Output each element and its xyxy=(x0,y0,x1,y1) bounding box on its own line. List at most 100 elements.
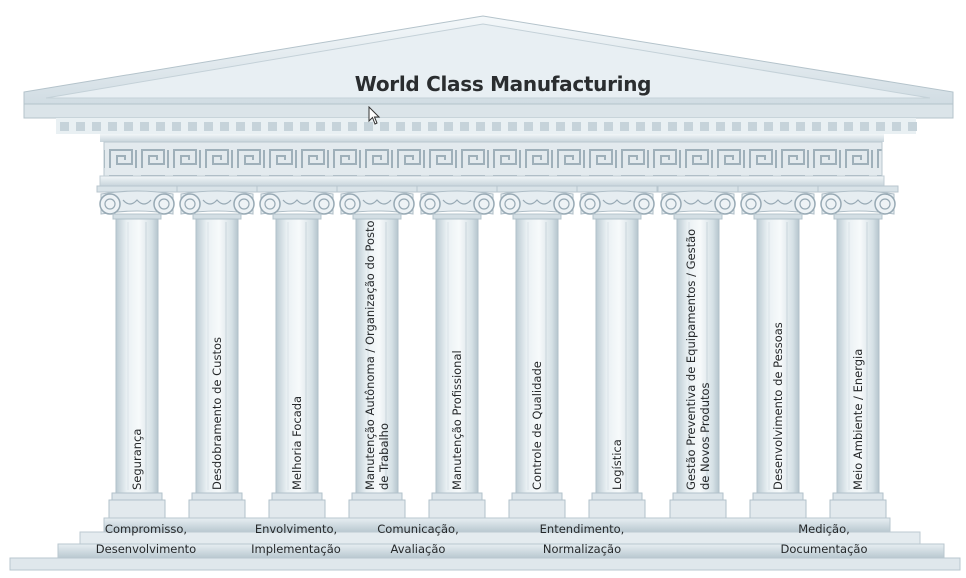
pillar-label: Manutenção Autônoma / Organização do Pos… xyxy=(363,220,391,490)
dentil-block xyxy=(620,122,629,131)
dentil-block xyxy=(668,122,677,131)
pillar-label: Manutenção Profissional xyxy=(450,350,464,490)
pillar-5 xyxy=(416,185,498,519)
pillar-label: Desenvolvimento de Pessoas xyxy=(771,322,785,490)
pillar-10 xyxy=(817,185,899,519)
ionic-volute-left xyxy=(179,193,201,215)
dentil-block xyxy=(188,122,197,131)
pillar-3 xyxy=(256,185,338,519)
frieze xyxy=(99,134,885,187)
ionic-volute-right xyxy=(633,193,655,215)
pillar-label: Gestão Preventiva de Equipamentos / Gest… xyxy=(684,228,712,490)
dentil-block xyxy=(844,122,853,131)
dentil-block xyxy=(300,122,309,131)
pillar-label: Desdobramento de Custos xyxy=(210,337,224,490)
dentil-block xyxy=(892,122,901,131)
ionic-volute-right xyxy=(233,193,255,215)
pillar-label: Logística xyxy=(610,439,624,490)
ionic-volute-left xyxy=(499,193,521,215)
dentil-block xyxy=(364,122,373,131)
dentil-block xyxy=(492,122,501,131)
dentil-block xyxy=(412,122,421,131)
dentil-block xyxy=(460,122,469,131)
dentil-block xyxy=(92,122,101,131)
pillar-4 xyxy=(336,185,418,519)
diagram-title: World Class Manufacturing xyxy=(354,72,652,96)
dentil-block xyxy=(556,122,565,131)
dentil-block xyxy=(908,122,917,131)
dentil-block xyxy=(204,122,213,131)
pillar-label: Meio Ambiente / Energia xyxy=(851,348,865,490)
dentil-block xyxy=(428,122,437,131)
dentil-block xyxy=(524,122,533,131)
dentil-block xyxy=(156,122,165,131)
pillar-shaft xyxy=(355,218,399,494)
dentil-block xyxy=(764,122,773,131)
ionic-volute-right xyxy=(153,193,175,215)
pillar-shaft xyxy=(676,218,720,494)
ionic-volute-left xyxy=(419,193,441,215)
dentil-block xyxy=(236,122,245,131)
dentil-block xyxy=(380,122,389,131)
dentil-block xyxy=(860,122,869,131)
dentil-block xyxy=(636,122,645,131)
dentil-block xyxy=(252,122,261,131)
dentil-block xyxy=(796,122,805,131)
dentil-block xyxy=(540,122,549,131)
pillar-1 xyxy=(96,185,178,519)
dentil-block xyxy=(396,122,405,131)
ionic-volute-right xyxy=(553,193,575,215)
ionic-volute-left xyxy=(660,193,682,215)
dentil-block xyxy=(284,122,293,131)
pillar-7 xyxy=(576,185,658,519)
dentil-block xyxy=(172,122,181,131)
dentil-block xyxy=(476,122,485,131)
dentil-block xyxy=(588,122,597,131)
ionic-volute-right xyxy=(473,193,495,215)
dentil-block xyxy=(124,122,133,131)
pillar-label: Segurança xyxy=(130,428,144,490)
ionic-volute-right xyxy=(393,193,415,215)
dentil-block xyxy=(108,122,117,131)
dentil-block xyxy=(348,122,357,131)
pediment xyxy=(23,15,954,119)
dentil-block xyxy=(604,122,613,131)
dentil-block xyxy=(652,122,661,131)
dentil-block xyxy=(268,122,277,131)
columns-group xyxy=(96,185,899,519)
dentil-block xyxy=(876,122,885,131)
dentil-block xyxy=(828,122,837,131)
ionic-volute-left xyxy=(99,193,121,215)
dentil-block xyxy=(316,122,325,131)
dentil-block xyxy=(508,122,517,131)
pillar-shaft xyxy=(275,218,319,494)
pillar-shaft xyxy=(195,218,239,494)
dentil-block xyxy=(684,122,693,131)
foundation-label: Compromisso,Desenvolvimento xyxy=(95,522,197,556)
dentil-row xyxy=(56,118,917,134)
ionic-volute-right xyxy=(313,193,335,215)
pillar-9 xyxy=(737,185,819,519)
dentil-block xyxy=(444,122,453,131)
pillar-label: Melhoria Focada xyxy=(290,395,304,490)
dentil-block xyxy=(220,122,229,131)
ionic-volute-left xyxy=(820,193,842,215)
pillar-shaft xyxy=(115,218,159,494)
pillar-shaft xyxy=(595,218,639,494)
dentil-block xyxy=(140,122,149,131)
dentil-block xyxy=(780,122,789,131)
ionic-volute-right xyxy=(794,193,816,215)
ionic-volute-right xyxy=(714,193,736,215)
ionic-volute-left xyxy=(740,193,762,215)
dentil-block xyxy=(700,122,709,131)
dentil-block xyxy=(332,122,341,131)
ionic-volute-left xyxy=(339,193,361,215)
mouse-cursor-icon xyxy=(368,106,381,125)
dentil-block xyxy=(812,122,821,131)
foundation-label: Envolvimento,Implementação xyxy=(251,522,341,556)
pillar-shaft xyxy=(435,218,479,494)
pillar-6 xyxy=(496,185,578,519)
foundation-label: Comunicação,Avaliação xyxy=(377,522,459,556)
dentil-block xyxy=(60,122,69,131)
